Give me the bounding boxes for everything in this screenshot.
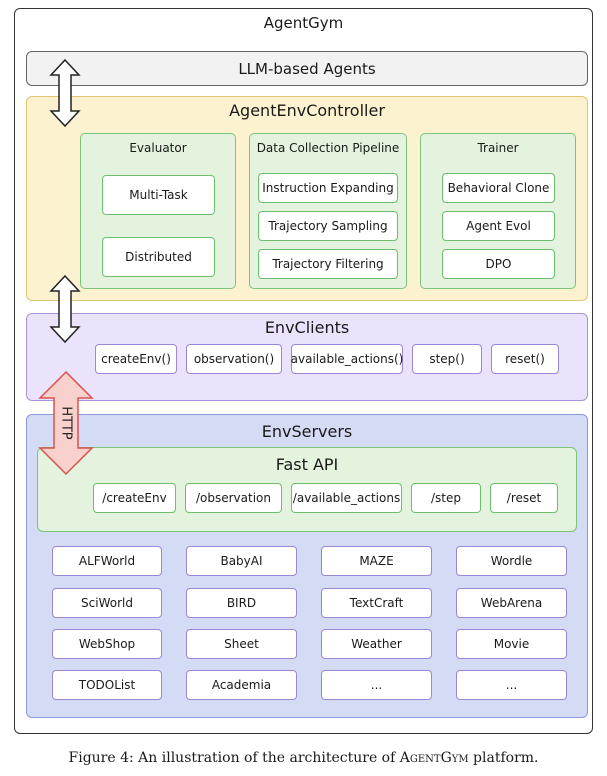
bidirectional-arrow-icon [49,274,81,344]
pipeline-item: Instruction Expanding [258,173,398,203]
bidirectional-arrow-icon [49,58,81,128]
env-box: Sheet [186,629,297,659]
env-box: ... [456,670,567,700]
controller-title: AgentEnvController [229,101,385,120]
client-method: observation() [186,344,282,374]
data-collection-panel: Data Collection Pipeline Instruction Exp… [249,133,407,289]
caption-prefix: Figure 4: An illustration of the archite… [68,750,400,766]
trainer-panel: Trainer Behavioral Clone Agent Evol DPO [420,133,576,289]
http-label: HTTP [59,406,74,439]
servers-title: EnvServers [261,422,353,441]
client-method: reset() [491,344,559,374]
pipeline-item: Trajectory Sampling [258,211,398,241]
env-box: ... [321,670,432,700]
llm-agents-layer: LLM-based Agents [26,51,588,86]
fastapi-route: /observation [185,483,282,513]
fastapi-route: /createEnv [93,483,176,513]
client-method: createEnv() [95,344,177,374]
diagram-title: AgentGym [263,14,344,32]
trainer-item: DPO [442,249,555,279]
trainer-item: Behavioral Clone [442,173,555,203]
fastapi-route: /step [411,483,481,513]
env-box: Wordle [456,546,567,576]
evaluator-item: Multi-Task [102,175,215,215]
caption-suffix: platform. [468,750,539,766]
env-box: BabyAI [186,546,297,576]
env-box: Weather [321,629,432,659]
fastapi-title: Fast API [275,455,339,474]
trainer-title: Trainer [477,141,519,155]
client-method: available_actions() [291,344,403,374]
pipeline-item: Trajectory Filtering [258,249,398,279]
env-box: Academia [186,670,297,700]
env-box: WebShop [52,629,162,659]
fastapi-route: /available_actions [291,483,402,513]
env-box: TODOList [52,670,162,700]
trainer-item: Agent Evol [442,211,555,241]
env-box: WebArena [456,588,567,618]
data-collection-title: Data Collection Pipeline [256,141,400,155]
figure-caption: Figure 4: An illustration of the archite… [0,750,607,766]
env-box: MAZE [321,546,432,576]
evaluator-item: Distributed [102,237,215,277]
env-box: SciWorld [52,588,162,618]
caption-platform-name: AgentGym [399,750,469,766]
fastapi-route: /reset [490,483,558,513]
env-box: TextCraft [321,588,432,618]
env-box: ALFWorld [52,546,162,576]
http-arrow-icon [38,370,94,476]
env-box: Movie [456,629,567,659]
clients-title: EnvClients [264,318,350,337]
evaluator-title: Evaluator [129,141,187,155]
client-method: step() [412,344,482,374]
env-box: BIRD [186,588,297,618]
evaluator-panel: Evaluator Multi-Task Distributed [80,133,236,289]
